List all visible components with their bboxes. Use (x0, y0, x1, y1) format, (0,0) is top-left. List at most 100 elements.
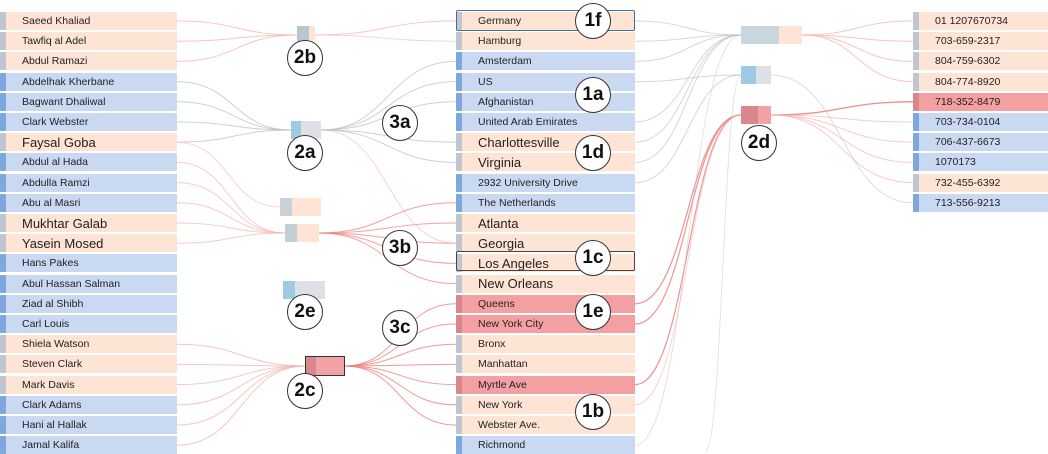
phone-row-804-759-6302[interactable]: 804-759-6302 (913, 52, 1048, 71)
place-row-bronx[interactable]: Bronx (456, 335, 635, 354)
phone-row-703-734-0104[interactable]: 703-734-0104 (913, 113, 1048, 131)
person-marker (0, 436, 6, 454)
person-row-mark-davis[interactable]: Mark Davis (0, 375, 177, 394)
person-marker (0, 254, 6, 273)
cluster-node-3b-upper[interactable] (280, 198, 321, 216)
person-row-abdul-ramazi[interactable]: Abdul Ramazi (0, 52, 177, 71)
person-row-faysal-goba[interactable]: Faysal Goba (0, 133, 177, 152)
person-row-mukhtar-galab[interactable]: Mukhtar Galab (0, 214, 177, 232)
phone-row-01-1207670734[interactable]: 01 1207670734 (913, 12, 1048, 30)
link-path (634, 20, 742, 36)
cluster-node-2b[interactable] (297, 26, 315, 44)
person-label: Saeed Khaliad (22, 15, 91, 27)
link-path (176, 365, 307, 386)
link-path (176, 363, 307, 367)
person-row-abul-hassan-salman[interactable]: Abul Hassan Salman (0, 274, 177, 293)
place-row-the-netherlands[interactable]: The Netherlands (456, 193, 635, 212)
person-row-clark-adams[interactable]: Clark Adams (0, 395, 177, 414)
link-path (314, 34, 457, 42)
cluster-node-phone-mid[interactable] (741, 66, 771, 84)
place-label: Los Angeles (478, 255, 549, 271)
cluster-node-2c[interactable] (305, 356, 345, 376)
link-path (343, 365, 457, 406)
place-row-amsterdam[interactable]: Amsterdam (456, 52, 635, 71)
person-marker (0, 153, 6, 172)
phone-row-713-556-9213[interactable]: 713-556-9213 (913, 193, 1048, 212)
link-path (634, 34, 742, 62)
phone-row-718-352-8479[interactable]: 718-352-8479 (913, 92, 1048, 111)
person-marker (0, 92, 6, 111)
cluster-node-phone-top[interactable] (741, 26, 802, 44)
phone-row-1070173[interactable]: 1070173 (913, 153, 1048, 172)
person-label: Mark Davis (22, 378, 75, 391)
person-row-saeed-khaliad[interactable]: Saeed Khaliad (0, 12, 177, 30)
person-label: Hani al Hallak (22, 419, 87, 431)
phone-marker (913, 193, 919, 212)
phone-label: 1070173 (935, 156, 976, 169)
link-path (634, 114, 742, 386)
person-row-clark-webster[interactable]: Clark Webster (0, 113, 177, 131)
person-label: Abdelhak Kherbane (22, 75, 115, 88)
person-row-steven-clark[interactable]: Steven Clark (0, 355, 177, 374)
cluster-node-2a[interactable] (291, 121, 321, 139)
phone-marker (913, 32, 919, 51)
place-marker (456, 52, 462, 71)
place-marker (456, 234, 462, 253)
link-path (770, 114, 914, 143)
person-row-abdelhak-kherbane[interactable]: Abdelhak Kherbane (0, 72, 177, 91)
place-label: The Netherlands (478, 196, 556, 209)
link-path (770, 114, 914, 184)
phone-label: 01 1207670734 (935, 15, 1008, 27)
person-marker (0, 113, 6, 131)
cluster-node-2d[interactable] (741, 106, 771, 124)
link-path (176, 232, 286, 244)
person-row-carl-louis[interactable]: Carl Louis (0, 315, 177, 333)
phone-row-804-774-8920[interactable]: 804-774-8920 (913, 72, 1048, 91)
place-row-2932-university-drive[interactable]: 2932 University Drive (456, 173, 635, 192)
person-marker (0, 133, 6, 152)
phone-row-732-455-6392[interactable]: 732-455-6392 (913, 173, 1048, 192)
phone-row-703-659-2317[interactable]: 703-659-2317 (913, 32, 1048, 51)
person-row-abu-al-masri[interactable]: Abu al Masri (0, 193, 177, 212)
place-row-myrtle-ave[interactable]: Myrtle Ave (456, 375, 635, 394)
annotation-1f: 1f (575, 3, 611, 39)
person-marker (0, 214, 6, 232)
person-row-ziad-al-shibh[interactable]: Ziad al Shibh (0, 294, 177, 313)
link-path (176, 34, 298, 62)
person-row-jamal-kalifa[interactable]: Jamal Kalifa (0, 436, 177, 454)
link-path (801, 34, 914, 83)
place-marker (456, 32, 462, 51)
person-label: Mukhtar Galab (22, 215, 108, 231)
place-row-richmond[interactable]: Richmond (456, 436, 635, 454)
phone-label: 718-352-8479 (935, 95, 1001, 108)
person-row-yasein-mosed[interactable]: Yasein Mosed (0, 234, 177, 253)
place-marker (456, 12, 462, 30)
place-row-hamburg[interactable]: Hamburg (456, 32, 635, 51)
place-row-united-arab-emirates[interactable]: United Arab Emirates (456, 113, 635, 131)
person-row-hans-pakes[interactable]: Hans Pakes (0, 254, 177, 273)
person-row-shiela-watson[interactable]: Shiela Watson (0, 335, 177, 354)
person-row-hani-al-hallak[interactable]: Hani al Hallak (0, 416, 177, 434)
link-path (770, 74, 914, 204)
phone-label: 703-659-2317 (935, 35, 1001, 48)
person-label: Faysal Goba (22, 134, 96, 150)
place-row-new-orleans[interactable]: New Orleans (456, 274, 635, 293)
place-marker (456, 153, 462, 172)
link-path (634, 34, 742, 163)
cluster-node-3b-lower[interactable] (285, 224, 319, 242)
place-row-manhattan[interactable]: Manhattan (456, 355, 635, 374)
person-row-abdul-al-hada[interactable]: Abdul al Hada (0, 153, 177, 172)
place-row-atlanta[interactable]: Atlanta (456, 214, 635, 232)
link-path (176, 81, 292, 131)
place-marker (456, 133, 462, 152)
link-path (176, 161, 286, 234)
person-row-abdulla-ramzi[interactable]: Abdulla Ramzi (0, 173, 177, 192)
link-path (634, 114, 742, 325)
link-path (343, 363, 457, 367)
person-row-bagwant-dhaliwal[interactable]: Bagwant Dhaliwal (0, 92, 177, 111)
person-row-tawfiq-al-adel[interactable]: Tawfiq al Adel (0, 32, 177, 51)
place-marker (456, 355, 462, 374)
phone-row-706-437-6673[interactable]: 706-437-6673 (913, 133, 1048, 152)
link-path (634, 74, 742, 184)
place-label: Bronx (478, 338, 506, 351)
